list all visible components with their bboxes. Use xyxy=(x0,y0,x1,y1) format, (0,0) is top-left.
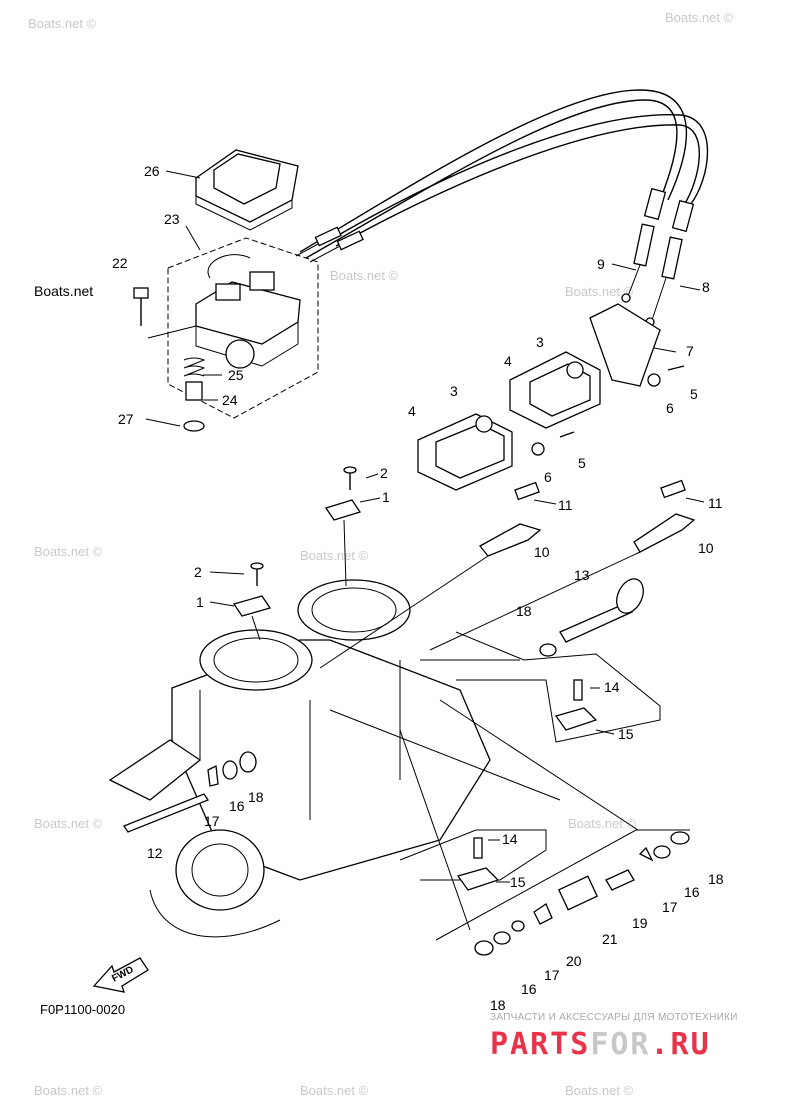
watermark: Boats.net © xyxy=(565,1083,634,1098)
callout: 21 xyxy=(602,931,618,947)
callout: 23 xyxy=(164,211,180,227)
watermark: Boats.net © xyxy=(565,284,634,299)
callout: 17 xyxy=(662,899,678,915)
callout: 3 xyxy=(536,334,544,350)
watermark: Boats.net © xyxy=(300,1083,369,1098)
watermark: Boats.net © xyxy=(34,544,103,559)
brand-name-part: PARTS xyxy=(490,1027,590,1062)
fittings xyxy=(479,479,696,557)
clips-screws xyxy=(232,466,362,617)
linkage-parts xyxy=(207,751,690,956)
callout: 2 xyxy=(194,564,202,580)
callout: 20 xyxy=(566,953,582,969)
callout: 4 xyxy=(408,403,416,419)
watermark: Boats.net © xyxy=(665,10,734,25)
callout: 1 xyxy=(382,489,390,505)
callout: 16 xyxy=(684,884,700,900)
callout: 11 xyxy=(558,497,573,513)
engine-block xyxy=(108,579,491,938)
callout: 2 xyxy=(380,465,388,481)
callout: 16 xyxy=(521,981,537,997)
watermark: Boats.net © xyxy=(330,268,399,283)
callout: 17 xyxy=(204,813,220,829)
carburetor-assembly xyxy=(133,237,319,432)
linkage-upper xyxy=(399,631,661,891)
watermark: Boats.net © xyxy=(34,816,103,831)
callout: 10 xyxy=(534,544,550,560)
callout: 24 xyxy=(222,392,238,408)
callout: 15 xyxy=(618,726,634,742)
callout: 17 xyxy=(544,967,560,983)
throttle-shaft xyxy=(539,578,644,657)
callout: 1 xyxy=(196,594,204,610)
callout: 10 xyxy=(698,540,714,556)
callout: 6 xyxy=(666,400,674,416)
callout: 19 xyxy=(632,915,648,931)
carburetor-cover xyxy=(195,149,299,231)
callout: 22 xyxy=(112,255,128,271)
callout: 9 xyxy=(597,256,605,272)
callout: 27 xyxy=(118,411,134,427)
drawing-code: F0P1100-0020 xyxy=(40,1002,125,1017)
brand-name-part: .RU xyxy=(651,1027,711,1062)
brand-tagline: ЗАПЧАСТИ И АКСЕССУАРЫ ДЛЯ МОТОТЕХНИКИ xyxy=(490,1012,738,1023)
callout: 5 xyxy=(690,386,698,402)
callout: 6 xyxy=(544,469,552,485)
callout: 4 xyxy=(504,353,512,369)
callout: 8 xyxy=(702,279,710,295)
callout: 26 xyxy=(144,163,160,179)
brand-logo: ЗАПЧАСТИ И АКСЕССУАРЫ ДЛЯ МОТОТЕХНИКИ PA… xyxy=(490,1012,738,1062)
callout: 3 xyxy=(450,383,458,399)
callout: 14 xyxy=(604,679,620,695)
fwd-arrow: FWD xyxy=(92,957,149,993)
callout: 18 xyxy=(516,603,532,619)
callout-leaders xyxy=(145,170,705,883)
callout: 18 xyxy=(248,789,264,805)
watermark: Boats.net © xyxy=(300,548,369,563)
cables xyxy=(295,89,709,327)
brand-name: PARTSFOR.RU xyxy=(490,1027,711,1062)
callout: 11 xyxy=(708,495,723,511)
watermark: Boats.net © xyxy=(28,16,97,31)
watermark-layer: Boats.net © Boats.net © Boats.net Boats.… xyxy=(28,10,734,1098)
callout: 13 xyxy=(574,567,590,583)
callout: 16 xyxy=(229,798,245,814)
watermark: Boats.net © xyxy=(568,816,637,831)
callout: 5 xyxy=(578,455,586,471)
callout: 18 xyxy=(708,871,724,887)
callout: 18 xyxy=(490,997,506,1013)
brand-name-part: FOR xyxy=(590,1027,650,1062)
intake-blocks xyxy=(417,303,685,491)
watermark: Boats.net xyxy=(34,283,93,299)
callout: 25 xyxy=(228,367,244,383)
callout: 14 xyxy=(502,831,518,847)
callout: 12 xyxy=(147,845,163,861)
callout: 7 xyxy=(686,343,694,359)
callout: 15 xyxy=(510,874,526,890)
leader-lines xyxy=(251,519,641,931)
watermark: Boats.net © xyxy=(34,1083,103,1098)
callouts: 26 23 22 25 24 27 9 8 7 5 6 3 4 3 4 6 5 … xyxy=(112,163,724,1013)
